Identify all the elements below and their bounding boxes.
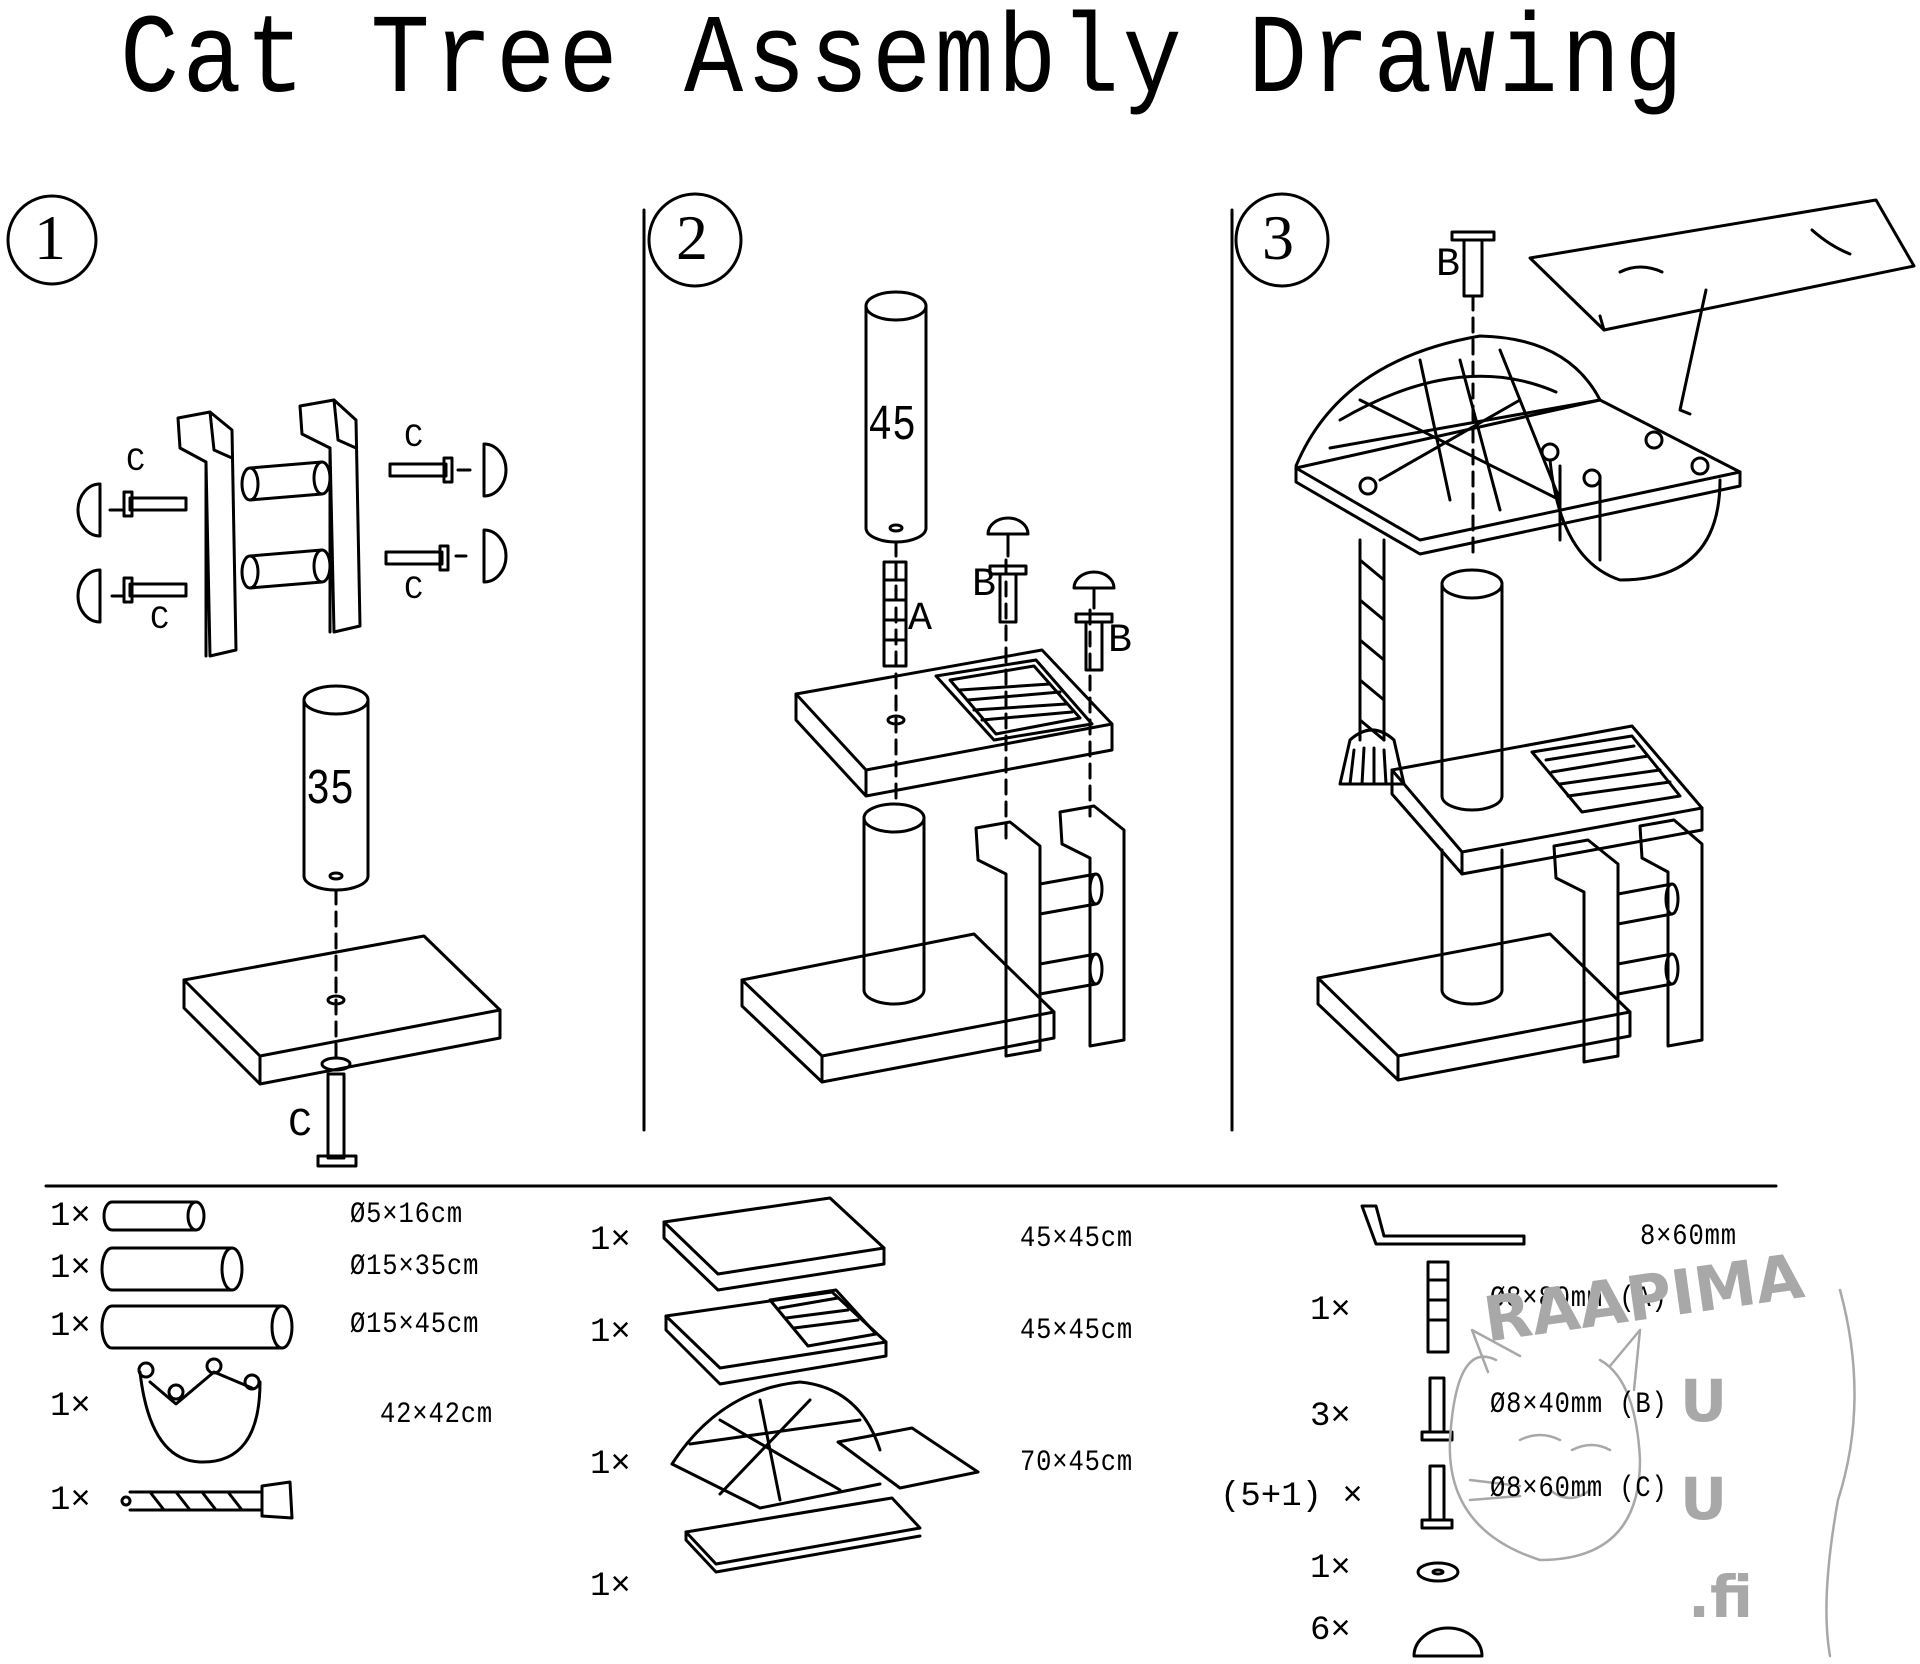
posts-size: Ø5×16cm <box>350 1198 464 1232</box>
boards-size: 70×45cm <box>1020 1446 1134 1480</box>
cap-icon <box>76 442 508 624</box>
step-2-number: 2 <box>676 202 708 273</box>
step-1-hint-label: C <box>404 571 424 608</box>
watermark-suffix: .fi <box>1688 1563 1754 1631</box>
dome-bed-icon <box>1294 334 1602 512</box>
watermark-letter: U <box>1680 1367 1728 1435</box>
step-2-circle <box>647 192 743 288</box>
board-icon <box>1316 932 1632 1082</box>
dome-bed-icon <box>670 1380 882 1510</box>
cap-icon <box>1412 1626 1484 1658</box>
bolt-icon <box>316 1072 358 1168</box>
hardware-qty: 1× <box>1310 1550 1351 1588</box>
hardware-size: Ø8×60mm (C) <box>1490 1472 1668 1506</box>
boards-qty: 1× <box>590 1446 631 1484</box>
cushion-icon <box>1528 198 1916 416</box>
step-1-hint-label: C <box>404 419 424 456</box>
hammock-icon <box>137 1357 262 1464</box>
boards-qty: 1× <box>590 1568 631 1606</box>
scratch-pad-icon <box>768 1288 878 1348</box>
wooden-post-icon <box>240 460 332 590</box>
posts-size: 42×42cm <box>380 1398 494 1432</box>
scratch-pad-icon <box>1530 734 1682 814</box>
boards-qty: 1× <box>590 1222 631 1260</box>
bolt-icon <box>1420 1260 1454 1530</box>
board-icon <box>1294 398 1742 556</box>
hardware-qty: 6× <box>1310 1612 1351 1650</box>
posts-size: Ø15×45cm <box>350 1308 480 1342</box>
hardware-qty: (5+1) × <box>1220 1478 1363 1516</box>
posts-qty: 1× <box>50 1482 91 1520</box>
cat-watermark-icon <box>1448 1288 1856 1658</box>
posts-qty: 1× <box>50 1388 91 1426</box>
step-2-part-label-b: B <box>1108 619 1133 664</box>
step-3-circle <box>1234 192 1330 288</box>
rope-icon <box>120 1480 294 1520</box>
scratch-pad-icon <box>934 658 1094 742</box>
step-3-part-label: B <box>1436 243 1461 288</box>
wooden-post-icon <box>862 802 926 1006</box>
wooden-post-icon <box>100 1200 294 1350</box>
step-1-hint-label: C <box>126 443 146 480</box>
bolt-icon <box>882 560 908 668</box>
rope-icon <box>1338 538 1406 786</box>
step-3-drawing <box>1294 198 1916 1082</box>
step-1-number: 1 <box>34 202 66 273</box>
post-45-label: 45 <box>868 398 917 455</box>
step-2-drawing <box>740 290 1126 1084</box>
hardware-size: 8×60mm <box>1640 1220 1737 1254</box>
step-1-circle <box>6 194 98 286</box>
post-35-label: 35 <box>306 762 355 819</box>
hammock-icon <box>1540 430 1722 582</box>
step-1-hint-label: C <box>150 601 170 638</box>
posts-qty: 1× <box>50 1250 91 1288</box>
board-icon <box>794 648 1114 798</box>
hardware-size: Ø8×40mm (B) <box>1490 1388 1668 1422</box>
parts-list-drawings <box>100 1196 1526 1658</box>
posts-qty: 1× <box>50 1308 91 1346</box>
bolt-icon <box>988 564 1114 672</box>
hardware-qty: 3× <box>1310 1398 1351 1436</box>
cap-icon <box>986 516 1116 610</box>
boards-qty: 1× <box>590 1314 631 1352</box>
allen-key-icon <box>1360 1204 1526 1246</box>
step-1-drawing <box>76 398 508 1168</box>
page-title: Cat Tree Assembly Drawing <box>120 0 1687 125</box>
posts-size: Ø15×35cm <box>350 1250 480 1284</box>
board-icon <box>1390 724 1704 876</box>
step-1-part-label: C <box>288 1103 313 1148</box>
boards-size: 45×45cm <box>1020 1222 1134 1256</box>
board-icon <box>740 932 1056 1084</box>
hardware-size: Ø8×80mm (A) <box>1490 1282 1668 1316</box>
wooden-post-icon <box>1440 568 1504 1006</box>
leg-icon <box>1552 818 1704 1064</box>
watermark-letter: U <box>1680 1465 1728 1533</box>
step-3-number: 3 <box>1262 202 1294 273</box>
bolt-icon <box>122 456 454 604</box>
leg-icon <box>974 804 1126 1058</box>
washer-icon <box>1416 1561 1460 1583</box>
board-icon <box>182 934 502 1086</box>
step-2-part-label-b: B <box>972 563 997 608</box>
boards-size: 45×45cm <box>1020 1314 1134 1348</box>
hardware-qty: 1× <box>1310 1292 1351 1330</box>
step-2-part-label-a: A <box>908 597 933 642</box>
posts-qty: 1× <box>50 1198 91 1236</box>
washer-icon <box>320 1056 352 1072</box>
leg-icon <box>176 398 362 658</box>
